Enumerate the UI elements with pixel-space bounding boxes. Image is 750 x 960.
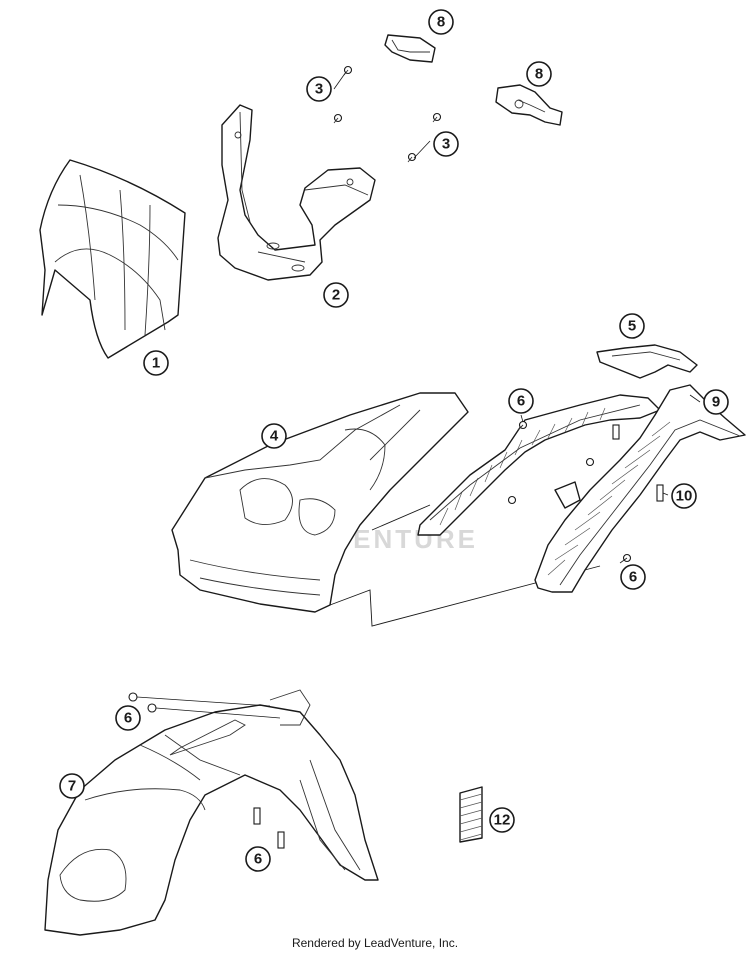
callout-3a: 3 [306, 76, 332, 102]
callout-9: 9 [703, 389, 729, 415]
bolt-3-b [333, 113, 343, 124]
callout-3b: 3 [433, 131, 459, 157]
svg-text:5: 5 [628, 318, 636, 335]
svg-text:6: 6 [124, 710, 132, 727]
connector-line [329, 565, 601, 627]
callout-6d: 6 [245, 846, 271, 872]
cable-holder-right [495, 84, 563, 126]
front-fender [44, 689, 379, 936]
callout-1: 1 [143, 350, 169, 376]
leader-3b [413, 140, 431, 159]
svg-text:8: 8 [535, 66, 543, 83]
svg-text:12: 12 [494, 812, 511, 829]
svg-text:7: 7 [68, 778, 76, 795]
rear-fender [171, 392, 469, 613]
seat-bracket-plate [596, 344, 698, 379]
svg-text:4: 4 [270, 428, 279, 445]
callout-12: 12 [489, 807, 515, 833]
footer-credit: Rendered by LeadVenture, Inc. [291, 936, 459, 950]
leader-6-top [520, 414, 524, 423]
bolt-10 [656, 484, 664, 502]
svg-text:9: 9 [712, 394, 720, 411]
callout-6b: 6 [620, 564, 646, 590]
callout-8a: 8 [428, 9, 454, 35]
callout-8b: 8 [526, 61, 552, 87]
svg-text:6: 6 [517, 393, 525, 410]
callout-7: 7 [59, 773, 85, 799]
headlight-mask [39, 159, 186, 359]
bolt-screw-9 [612, 424, 620, 440]
leader-9 [689, 394, 701, 403]
reflector [459, 786, 483, 843]
callout-10: 10 [671, 483, 697, 509]
svg-text:6: 6 [629, 569, 637, 586]
leader-10 [662, 492, 669, 496]
svg-text:3: 3 [442, 136, 450, 153]
svg-text:3: 3 [315, 81, 323, 98]
callout-6c: 6 [115, 705, 141, 731]
bolt-6-fender-a [128, 692, 271, 707]
bolt-3-d [407, 152, 417, 163]
leader-3a [333, 71, 347, 90]
leader-6-right [619, 557, 628, 564]
callout-2: 2 [323, 282, 349, 308]
cable-holder-top [384, 34, 436, 63]
callout-5: 5 [619, 313, 645, 339]
svg-text:2: 2 [332, 287, 340, 304]
svg-text:6: 6 [254, 851, 262, 868]
bolt-3-c [432, 112, 442, 123]
bolt-6-fender-b [147, 703, 281, 719]
bolt-6-fender-c [253, 807, 261, 825]
headlight-bracket [217, 104, 376, 281]
svg-text:10: 10 [676, 488, 693, 505]
callout-4: 4 [261, 423, 287, 449]
bolt-6-top [517, 420, 528, 431]
callout-6a: 6 [508, 388, 534, 414]
bolt-6-fender-d [277, 831, 285, 849]
bolt-6-mid [585, 457, 595, 467]
bolt-6-low [507, 495, 517, 505]
svg-text:8: 8 [437, 14, 445, 31]
svg-text:1: 1 [152, 355, 160, 372]
subframe-right [534, 384, 746, 593]
connector-line-2 [371, 504, 431, 531]
